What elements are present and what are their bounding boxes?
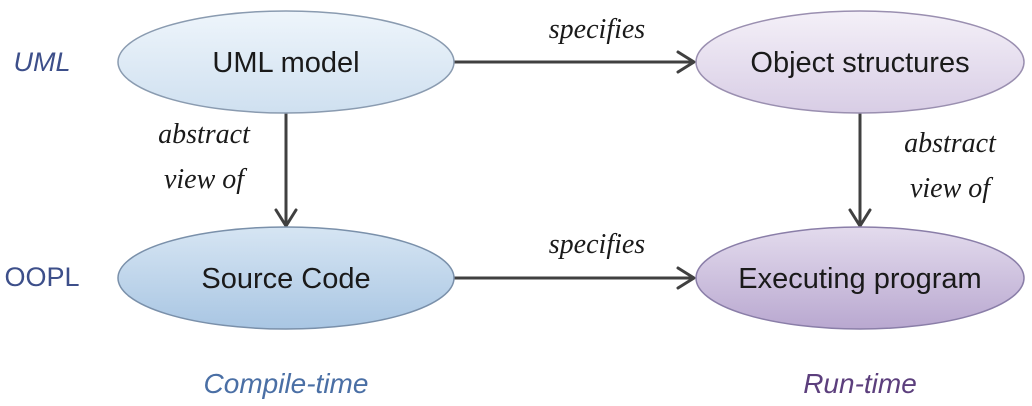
left-abstract-label-line2: view of <box>164 164 247 195</box>
left-abstract-label-line1: abstract <box>158 119 251 150</box>
uml-row-label: UML <box>13 47 70 77</box>
right-abstract-label-line2: view of <box>910 173 993 204</box>
node-executing-program: Executing program <box>695 226 1025 330</box>
bottom-specifies-label: specifies <box>549 229 646 260</box>
oopl-row-label: OOPL <box>4 262 79 292</box>
node-object-structures-label: Object structures <box>750 47 969 79</box>
node-executing-program-label: Executing program <box>738 263 981 295</box>
bottom-specifies-arrowhead <box>676 266 696 290</box>
run-time-label: Run-time <box>803 368 917 399</box>
node-uml-model-label: UML model <box>212 47 359 79</box>
compile-time-label: Compile-time <box>204 368 369 399</box>
node-object-structures: Object structures <box>695 10 1025 114</box>
right-abstract-arrowhead <box>848 208 872 228</box>
node-source-code-label: Source Code <box>201 263 370 295</box>
top-specifies-arrowhead <box>676 50 696 74</box>
node-source-code: Source Code <box>117 226 455 330</box>
left-abstract-arrowhead <box>274 208 298 228</box>
right-abstract-label-line1: abstract <box>904 128 997 159</box>
top-specifies-label: specifies <box>549 14 646 45</box>
node-uml-model: UML model <box>117 10 455 114</box>
